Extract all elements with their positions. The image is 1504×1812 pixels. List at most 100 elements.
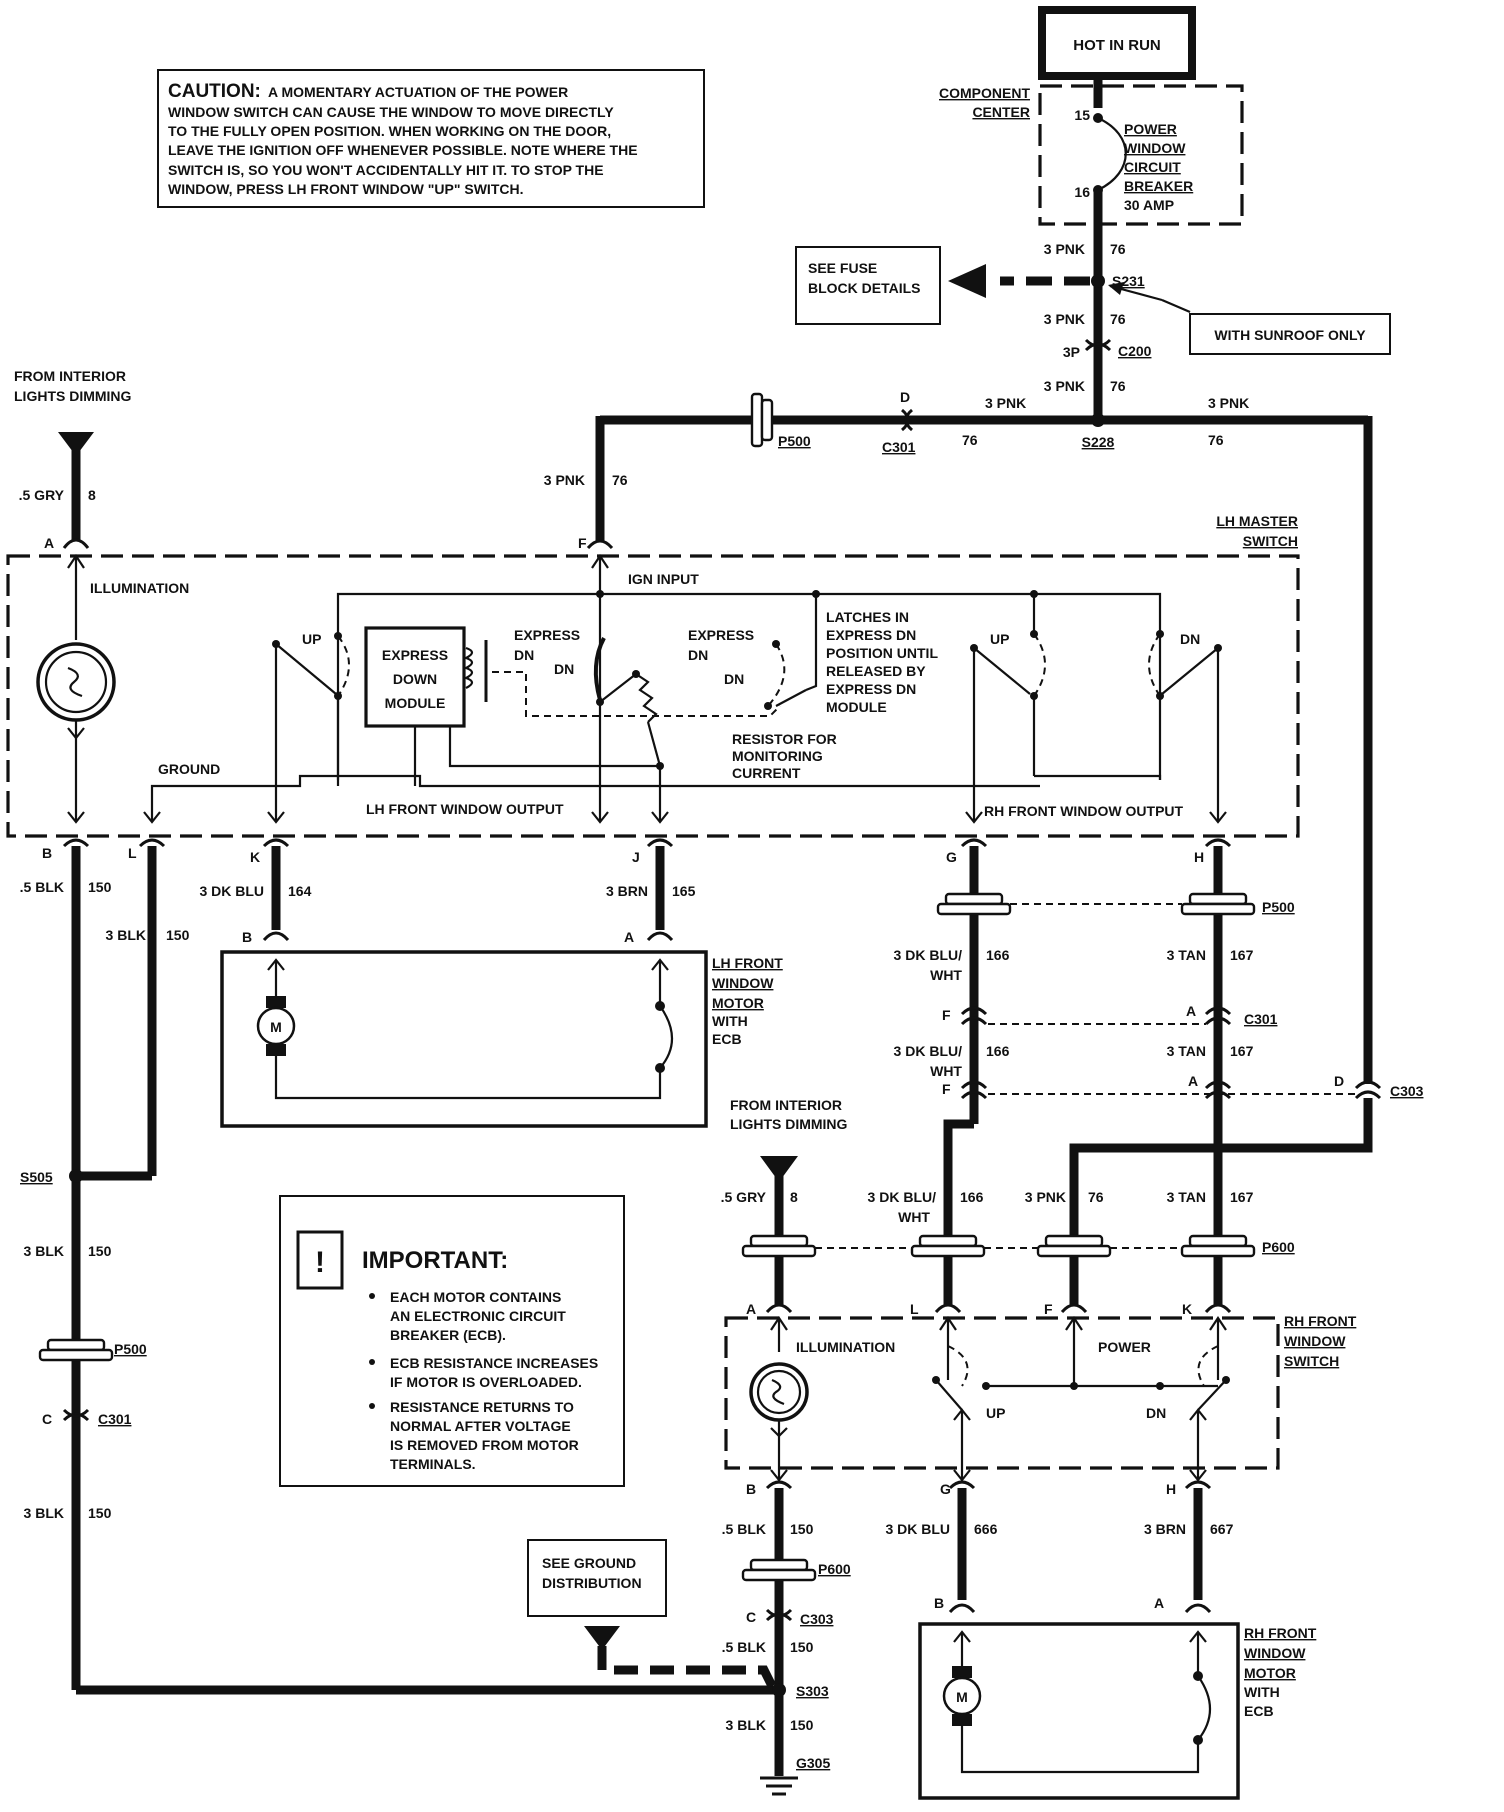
svg-text:167: 167 [1230, 947, 1254, 963]
svg-text:P500: P500 [114, 1341, 147, 1357]
monitoring-resistor [635, 673, 658, 723]
fuse-block-line-2: BLOCK DETAILS [808, 280, 921, 296]
svg-text:3 DK BLU: 3 DK BLU [199, 883, 264, 899]
svg-text:MOTOR: MOTOR [712, 995, 764, 1011]
svg-text:K: K [250, 849, 260, 865]
arrow-to-fuse-block [948, 264, 986, 298]
pass-through-p500-ground: P500 [38, 1338, 147, 1362]
component-center-label-1: COMPONENT [939, 85, 1030, 101]
svg-text:C301: C301 [1244, 1011, 1278, 1027]
c200-label: C200 [1118, 343, 1152, 359]
svg-text:166: 166 [986, 947, 1010, 963]
svg-text:3 BLK: 3 BLK [726, 1717, 766, 1733]
feed-gauge-3: 3 PNK [1044, 378, 1085, 394]
svg-text:.5 BLK: .5 BLK [722, 1521, 766, 1537]
breaker-pin-16: 16 [1074, 184, 1090, 200]
svg-text:EACH MOTOR CONTAINS: EACH MOTOR CONTAINS [390, 1289, 561, 1305]
s228-left-circuit: 76 [962, 432, 978, 448]
lh-front-window-output: LH FRONT WINDOW OUTPUT [366, 801, 564, 817]
svg-text:3 BRN: 3 BRN [1144, 1521, 1186, 1537]
svg-text:D: D [900, 389, 910, 405]
svg-text:G: G [940, 1481, 951, 1497]
svg-text:C: C [746, 1609, 756, 1625]
breaker-label-2: WINDOW [1124, 140, 1186, 156]
svg-text:BREAKER (ECB).: BREAKER (ECB). [390, 1327, 506, 1343]
svg-text:MONITORING: MONITORING [732, 748, 823, 764]
svg-text:IMPORTANT:: IMPORTANT: [362, 1247, 508, 1274]
component-center-label-2: CENTER [972, 104, 1030, 120]
svg-text:3 DK BLU/: 3 DK BLU/ [894, 1043, 963, 1059]
svg-text:!: ! [315, 1246, 325, 1279]
svg-text:666: 666 [974, 1521, 998, 1537]
connector-c303-ground: C C303 [746, 1608, 834, 1627]
svg-text:EXPRESS: EXPRESS [382, 647, 448, 663]
svg-text:AN ELECTRONIC CIRCUIT: AN ELECTRONIC CIRCUIT [390, 1308, 566, 1324]
svg-text:.5 BLK: .5 BLK [20, 879, 64, 895]
svg-text:RESISTANCE RETURNS TO: RESISTANCE RETURNS TO [390, 1399, 574, 1415]
svg-text:DN: DN [1146, 1405, 1166, 1421]
caution-line-5: SWITCH IS, SO YOU WON'T ACCIDENTALLY HIT… [168, 162, 604, 178]
svg-text:NORMAL AFTER VOLTAGE: NORMAL AFTER VOLTAGE [390, 1418, 571, 1434]
svg-text:DOWN: DOWN [393, 671, 437, 687]
svg-text:.5 BLK: .5 BLK [722, 1639, 766, 1655]
svg-text:POSITION UNTIL: POSITION UNTIL [826, 645, 938, 661]
connector-c303-rh: F A D C303 [942, 1073, 1424, 1100]
svg-text:150: 150 [166, 927, 190, 943]
svg-text:LH FRONT: LH FRONT [712, 955, 783, 971]
feed-circuit-3: 76 [1110, 378, 1126, 394]
lh-dimming-line-1: FROM INTERIOR [14, 368, 126, 384]
svg-text:M: M [956, 1689, 968, 1705]
svg-text:150: 150 [88, 1243, 112, 1259]
svg-text:150: 150 [790, 1639, 814, 1655]
lh-illumination-label: ILLUMINATION [90, 580, 189, 596]
lh-switch-ign-rail [336, 592, 1162, 780]
breaker-pin-15: 15 [1074, 107, 1090, 123]
sunroof-note: WITH SUNROOF ONLY [1214, 327, 1366, 343]
express-module-coil [463, 646, 474, 689]
rh-illumination-lamp-icon [749, 1362, 809, 1422]
svg-text:LATCHES IN: LATCHES IN [826, 609, 909, 625]
svg-text:P500: P500 [778, 433, 811, 449]
ground-label: GROUND [158, 761, 220, 777]
rh-dimming-input-arrow [760, 1156, 798, 1182]
svg-text:F: F [578, 535, 587, 551]
s228-right-gauge: 3 PNK [1208, 395, 1249, 411]
svg-text:DN: DN [724, 671, 744, 687]
component-center: COMPONENT CENTER 15 16 POWER WINDOW CIRC… [939, 84, 1244, 226]
svg-text:H: H [1166, 1481, 1176, 1497]
svg-text:CURRENT: CURRENT [732, 765, 801, 781]
feed-gauge-1: 3 PNK [1044, 241, 1085, 257]
svg-text:ECB RESISTANCE INCREASES: ECB RESISTANCE INCREASES [390, 1355, 598, 1371]
rh-front-window-motor: M RH FRONT WINDOW MOTOR WITH ECB [918, 1622, 1317, 1800]
svg-text:A: A [624, 929, 634, 945]
svg-text:150: 150 [88, 1505, 112, 1521]
caution-line-6: WINDOW, PRESS LH FRONT WINDOW "UP" SWITC… [168, 181, 523, 197]
lh-motor-ecb [659, 1005, 673, 1069]
svg-text:3 BLK: 3 BLK [24, 1243, 64, 1259]
caution-line-2: WINDOW SWITCH CAN CAUSE THE WINDOW TO MO… [168, 104, 614, 120]
svg-text:166: 166 [986, 1043, 1010, 1059]
svg-text:H: H [1194, 849, 1204, 865]
svg-text:A: A [746, 1301, 756, 1317]
feed-circuit-1: 76 [1110, 241, 1126, 257]
svg-text:ECB: ECB [1244, 1703, 1274, 1719]
feed-gauge-2: 3 PNK [1044, 311, 1085, 327]
svg-text:MODULE: MODULE [826, 699, 887, 715]
lh-master-label-1: LH MASTER [1216, 513, 1298, 529]
svg-text:P600: P600 [818, 1561, 851, 1577]
svg-text:F: F [1044, 1301, 1053, 1317]
lh-dimming-circuit: 8 [88, 487, 96, 503]
svg-text:3 PNK: 3 PNK [1025, 1189, 1066, 1205]
pass-through-p600-rh: P600 [741, 1234, 1295, 1258]
svg-text:SEE GROUND: SEE GROUND [542, 1555, 636, 1571]
circuit-breaker-symbol [1097, 117, 1127, 191]
caution-line-4: LEAVE THE IGNITION OFF WHENEVER POSSIBLE… [168, 142, 638, 158]
svg-text:167: 167 [1230, 1189, 1254, 1205]
svg-text:UP: UP [986, 1405, 1005, 1421]
svg-text:76: 76 [1088, 1189, 1104, 1205]
lh-up-label: UP [302, 631, 321, 647]
svg-text:MODULE: MODULE [385, 695, 446, 711]
svg-text:DN: DN [1180, 631, 1200, 647]
sunroof-pointer [1161, 298, 1191, 314]
breaker-label-3: CIRCUIT [1124, 159, 1181, 175]
